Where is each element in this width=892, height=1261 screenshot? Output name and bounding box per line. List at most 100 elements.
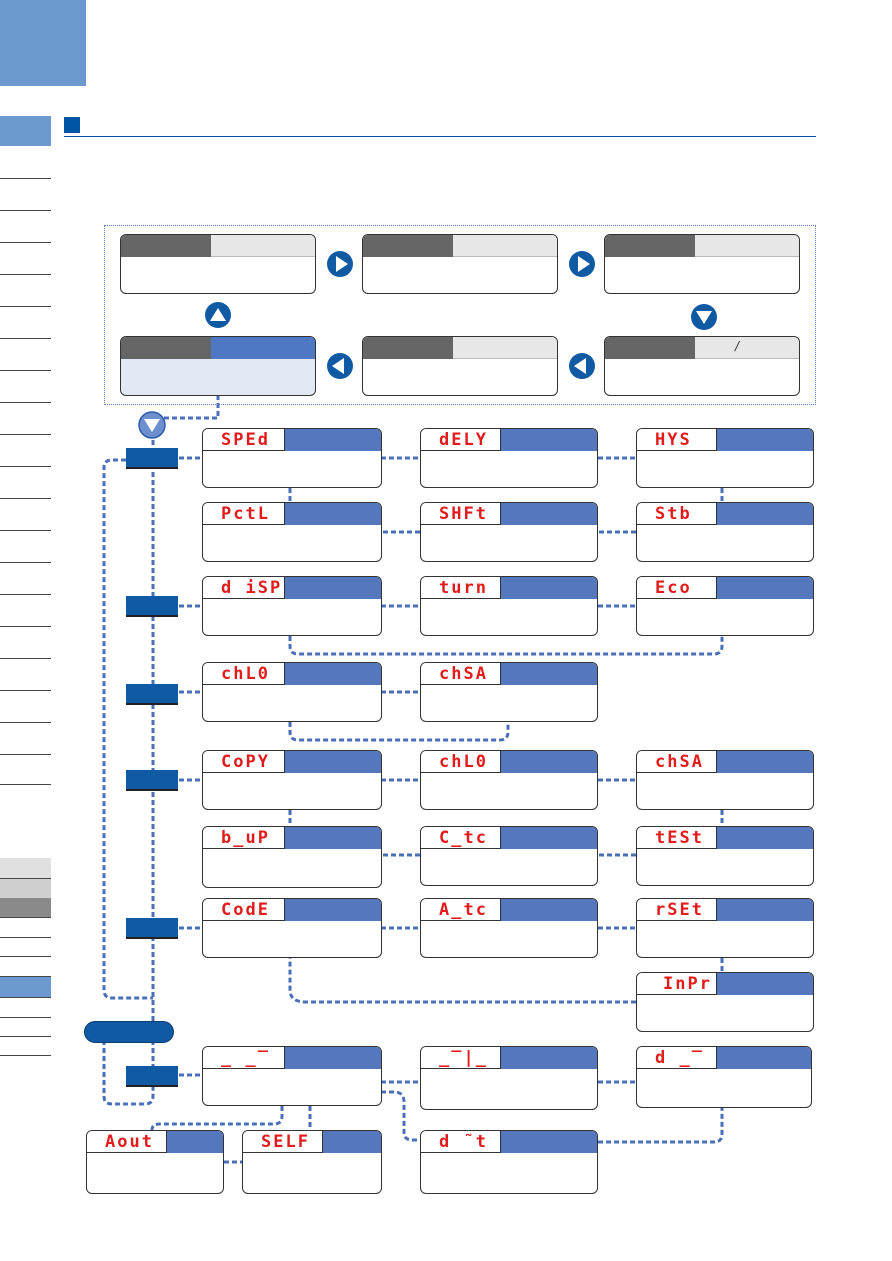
param-box-pctl[interactable]: PctL — [202, 502, 382, 562]
nav-tab-blue[interactable] — [0, 977, 51, 998]
param-box-test[interactable]: tESt — [636, 826, 814, 886]
play-right-icon[interactable] — [326, 250, 354, 278]
nav-tab[interactable] — [0, 690, 51, 723]
nav-tab[interactable] — [0, 658, 51, 691]
param-code: chL0 — [439, 752, 488, 772]
param-box-turn[interactable]: turn — [420, 576, 598, 636]
param-box-chsa[interactable]: chSA — [420, 662, 598, 722]
param-box-atc[interactable]: A_tc — [420, 898, 598, 958]
play-left-icon[interactable] — [568, 352, 596, 380]
param-code: SHFt — [439, 504, 488, 524]
param-box-dout[interactable]: d _‾ — [636, 1046, 812, 1108]
param-box-dely[interactable]: dELY — [420, 428, 598, 488]
param-code: tESt — [655, 828, 704, 848]
nav-tab[interactable] — [0, 530, 51, 563]
group-pill[interactable] — [84, 1021, 174, 1043]
header-rule — [64, 136, 816, 137]
param-box-hys[interactable]: HYS — [636, 428, 814, 488]
mode-box[interactable]: / — [604, 336, 800, 396]
nav-tab[interactable] — [0, 918, 51, 938]
param-code: turn — [439, 578, 488, 598]
param-box-sped[interactable]: SPEd — [202, 428, 382, 488]
param-box-aout[interactable]: Aout — [86, 1130, 224, 1194]
nav-tab[interactable] — [0, 1036, 51, 1056]
param-box-rset[interactable]: rSEt — [636, 898, 814, 958]
param-box-dt[interactable]: d ˜t — [420, 1130, 598, 1194]
nav-tab[interactable] — [0, 466, 51, 499]
param-box-shft[interactable]: SHFt — [420, 502, 598, 562]
param-box-disp[interactable]: d iSP — [202, 576, 382, 636]
param-box-output-2[interactable]: _‾|_ — [420, 1046, 598, 1110]
param-code: b_uP — [221, 828, 270, 848]
param-box-eco[interactable]: Eco — [636, 576, 814, 636]
nav-tab[interactable] — [0, 146, 51, 179]
param-code: CodE — [221, 900, 270, 920]
group-tab[interactable] — [126, 1066, 178, 1087]
nav-tab[interactable] — [0, 370, 51, 403]
nav-tab[interactable] — [0, 594, 51, 627]
nav-tab[interactable] — [0, 722, 51, 755]
mode-box[interactable] — [604, 234, 800, 294]
nav-tab[interactable] — [0, 434, 51, 467]
param-code: HYS — [655, 430, 692, 450]
nav-tab[interactable] — [0, 626, 51, 659]
play-left-icon[interactable] — [326, 352, 354, 380]
nav-tab[interactable] — [0, 937, 51, 957]
param-code: chSA — [655, 752, 704, 772]
param-code: PctL — [221, 504, 270, 524]
nav-tab[interactable] — [0, 178, 51, 211]
group-tab[interactable] — [126, 918, 178, 939]
nav-tab[interactable] — [0, 498, 51, 531]
param-code: InPr — [663, 974, 712, 994]
mode-step-marker: / — [735, 339, 740, 353]
param-box-bup[interactable]: b_uP — [202, 826, 382, 888]
param-box-copy[interactable]: CoPY — [202, 750, 382, 810]
param-box-inpr[interactable]: InPr — [636, 972, 814, 1032]
param-code: Aout — [105, 1132, 154, 1152]
nav-tab[interactable] — [0, 998, 51, 1018]
nav-tab[interactable] — [0, 402, 51, 435]
group-tab[interactable] — [126, 770, 178, 791]
group-tab[interactable] — [126, 684, 178, 705]
group-tab[interactable] — [126, 596, 178, 617]
nav-tab[interactable] — [0, 754, 51, 785]
nav-tab-gray[interactable] — [0, 858, 51, 879]
triangle-down-icon[interactable] — [690, 303, 718, 331]
param-box-ctc[interactable]: C_tc — [420, 826, 598, 886]
param-code: d iSP — [221, 578, 283, 598]
param-code: SELF — [261, 1132, 310, 1152]
mode-box[interactable] — [362, 234, 558, 294]
param-code: chL0 — [221, 664, 270, 684]
param-box-code[interactable]: CodE — [202, 898, 382, 958]
triangle-up-icon[interactable] — [204, 301, 232, 329]
nav-tab[interactable] — [0, 274, 51, 307]
nav-tab-active[interactable] — [0, 116, 51, 146]
mode-box[interactable] — [120, 234, 316, 294]
param-code: CoPY — [221, 752, 270, 772]
param-box-chlo[interactable]: chL0 — [420, 750, 598, 810]
param-code: _ _‾ — [221, 1048, 270, 1068]
nav-tab[interactable] — [0, 562, 51, 595]
nav-tab[interactable] — [0, 210, 51, 243]
group-tab[interactable] — [126, 448, 178, 469]
param-code: chSA — [439, 664, 488, 684]
chapter-tab — [0, 0, 86, 86]
mode-box[interactable] — [362, 336, 558, 396]
nav-tab[interactable] — [0, 338, 51, 371]
nav-tab[interactable] — [0, 1017, 51, 1037]
param-box-self[interactable]: SELF — [242, 1130, 382, 1194]
param-box-stb[interactable]: Stb — [636, 502, 814, 562]
nav-tab[interactable] — [0, 956, 51, 977]
param-box-chsa[interactable]: chSA — [636, 750, 814, 810]
nav-tab-dark[interactable] — [0, 898, 51, 918]
param-box-chlo[interactable]: chL0 — [202, 662, 382, 722]
play-right-icon[interactable] — [568, 250, 596, 278]
nav-tab[interactable] — [0, 242, 51, 275]
triangle-down-icon[interactable] — [138, 410, 166, 440]
mode-box-selected[interactable] — [120, 336, 316, 396]
param-box-output-1[interactable]: _ _‾ — [202, 1046, 382, 1106]
param-code: d _‾ — [655, 1048, 704, 1068]
param-code: _‾|_ — [439, 1048, 488, 1068]
nav-tab[interactable] — [0, 306, 51, 339]
mode-cycle-frame — [104, 225, 816, 405]
